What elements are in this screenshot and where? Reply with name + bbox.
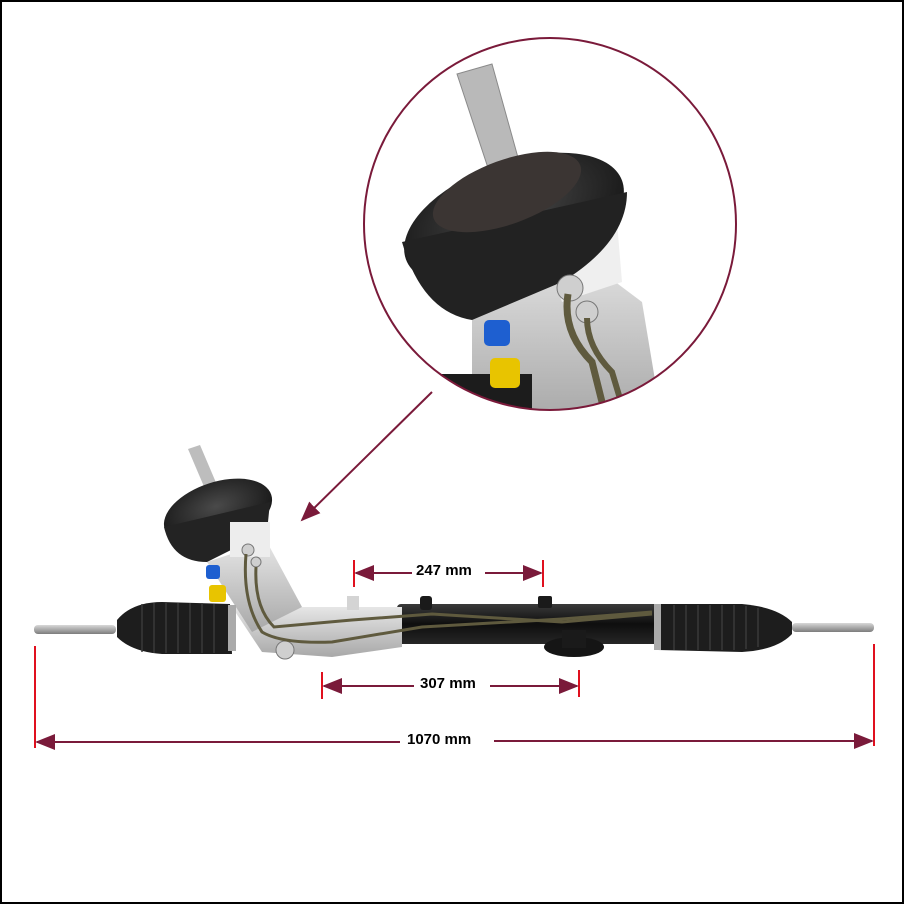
yellow-cap-icon	[209, 585, 226, 602]
hydraulic-line	[243, 553, 653, 644]
right-tie-rod	[792, 623, 874, 632]
detail-callout	[300, 37, 737, 522]
right-bellow-boot	[654, 604, 792, 652]
dimension-label-247: 247 mm	[412, 562, 476, 580]
yellow-cap-icon	[490, 358, 520, 388]
dimension-247	[353, 560, 544, 587]
dimension-1070	[34, 644, 875, 750]
rack-tube	[397, 604, 662, 644]
left-tie-rod	[34, 625, 116, 634]
steering-rack	[34, 445, 874, 660]
dimension-label-307: 307 mm	[416, 675, 480, 693]
dimension-label-1070: 1070 mm	[403, 731, 476, 749]
callout-circle	[363, 37, 737, 411]
dimension-307	[321, 670, 580, 699]
blue-cap-icon	[484, 320, 510, 346]
hydraulic-line	[254, 566, 653, 629]
callout-pointer-arrow	[300, 391, 433, 522]
left-bellow-boot	[117, 602, 236, 654]
blue-cap-icon	[206, 565, 220, 579]
